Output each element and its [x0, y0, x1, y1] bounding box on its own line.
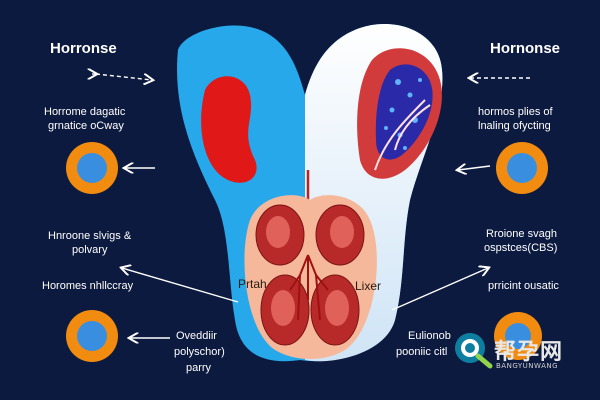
arrow-left-top [95, 73, 152, 80]
right-mid-line-2: ospstces(CBS) [484, 242, 558, 254]
right-upper-line-2: lnaling ofycting [478, 120, 551, 132]
left-title: Horronse [50, 40, 117, 57]
right-upper-line-1: hormos plies of [478, 106, 553, 118]
left-mid-line-3: Horomes nhllccray [42, 280, 134, 292]
arrow-right-lower [391, 268, 488, 311]
arrow-right-upper [458, 166, 491, 170]
bottom-center-line-3: parry [186, 362, 212, 374]
organ-label-right: Lixer [355, 279, 382, 293]
kidney-highlights [266, 216, 354, 326]
left-mid-line-2: polvary [72, 244, 108, 256]
bottom-right-line-1: Eulionob [408, 330, 451, 342]
watermark-en-text: BANGYUNWANG [496, 362, 559, 370]
left-upper-line-1: Horrome dagatic [44, 106, 126, 118]
watermark-cn-text: 帮孕网 [494, 340, 564, 365]
right-title: Hornonse [490, 40, 561, 57]
watermark-logo-icon [455, 333, 493, 369]
bottom-right-line-2: pooniic citl [396, 346, 448, 358]
red-organ [201, 76, 257, 183]
right-organ-inner [375, 64, 433, 160]
left-mid-line-1: Hnroone slvigs & [48, 230, 132, 242]
bottom-center-line-2: polyschor) [174, 346, 225, 358]
organ-label-left: Prtah [238, 277, 267, 291]
right-organ-vessels [374, 99, 431, 171]
circle-right-lower [494, 312, 542, 360]
circle-right-upper [496, 142, 548, 194]
circle-left-upper [66, 142, 118, 194]
left-upper-line-2: grnatice oCway [48, 120, 124, 132]
bottom-center-line-1: Oveddiir [176, 330, 217, 342]
right-mid-line-3: prricint ousatic [488, 280, 559, 292]
right-mid-line-1: Rroione svagh [486, 228, 557, 240]
circle-left-lower [66, 310, 118, 362]
vessel-branches [289, 254, 329, 321]
arrow-left-lower [122, 268, 239, 303]
